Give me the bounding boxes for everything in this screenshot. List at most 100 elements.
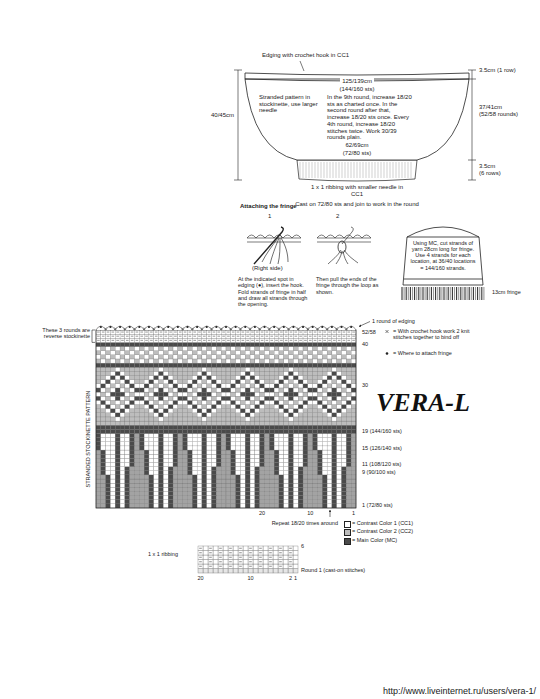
chart-cell xyxy=(197,475,202,479)
chart-cell xyxy=(115,500,120,504)
chart-cell xyxy=(149,421,154,425)
chart-cell xyxy=(317,380,322,384)
chart-cell xyxy=(351,471,356,475)
chart-cell xyxy=(236,496,241,500)
chart-cell xyxy=(351,355,356,359)
chart-cell xyxy=(308,483,313,487)
chart-cell xyxy=(106,471,111,475)
chart-cell xyxy=(337,454,342,458)
chart-cell xyxy=(337,425,342,429)
chart-cell xyxy=(351,438,356,442)
chart-cell xyxy=(202,367,207,371)
chart-cell xyxy=(351,396,356,400)
chart-cell xyxy=(279,496,284,500)
chart-cell xyxy=(260,496,265,500)
chart-cell xyxy=(289,433,294,437)
chart-cell xyxy=(139,454,144,458)
chart-cell xyxy=(284,438,289,442)
chart-cell xyxy=(284,388,289,392)
chart-cell xyxy=(168,438,173,442)
chart-cell xyxy=(192,425,197,429)
chart-cell xyxy=(313,446,318,450)
chart-cell xyxy=(96,392,101,396)
chart-cell xyxy=(130,467,135,471)
chart-cell xyxy=(255,405,260,409)
chart-cell xyxy=(255,396,260,400)
chart-cell xyxy=(269,409,274,413)
chart-cell xyxy=(308,355,313,359)
chart-cell xyxy=(265,446,270,450)
chart-cell xyxy=(178,359,183,363)
chart-cell xyxy=(115,413,120,417)
chart-cell xyxy=(322,376,327,380)
chart-cell xyxy=(135,500,140,504)
chart-cell xyxy=(293,417,298,421)
chart-cell xyxy=(115,467,120,471)
chart-cell xyxy=(342,392,347,396)
chart-cell xyxy=(130,491,135,495)
chart-cell xyxy=(207,483,212,487)
chart-cell xyxy=(120,442,125,446)
chart-cell xyxy=(250,413,255,417)
chart-cell xyxy=(130,442,135,446)
chart-cell xyxy=(173,487,178,491)
chart-cell xyxy=(293,421,298,425)
chart-cell xyxy=(284,487,289,491)
chart-cell xyxy=(303,413,308,417)
chart-cell xyxy=(298,496,303,500)
chart-cell xyxy=(135,450,140,454)
chart-cell xyxy=(110,417,115,421)
chart-cell xyxy=(110,409,115,413)
chart-cell xyxy=(202,376,207,380)
chart-cell xyxy=(337,388,342,392)
chart-cell xyxy=(139,475,144,479)
chart-cell xyxy=(202,475,207,479)
chart-cell xyxy=(313,417,318,421)
chart-cell xyxy=(168,384,173,388)
chart-cell xyxy=(322,392,327,396)
chart-cell xyxy=(240,450,245,454)
chart-cell xyxy=(110,380,115,384)
chart-cell xyxy=(298,367,303,371)
chart-cell xyxy=(173,475,178,479)
chart-cell xyxy=(197,384,202,388)
chart-cell xyxy=(163,475,168,479)
chart-cell xyxy=(168,413,173,417)
chart-cell xyxy=(207,405,212,409)
chart-cell xyxy=(207,458,212,462)
chart-cell xyxy=(120,380,125,384)
chart-cell xyxy=(274,392,279,396)
chart-cell xyxy=(154,438,159,442)
chart-cell xyxy=(346,454,351,458)
chart-cell xyxy=(240,483,245,487)
chart-cell xyxy=(274,438,279,442)
chart-cell xyxy=(289,359,294,363)
chart-cell xyxy=(168,417,173,421)
chart-cell xyxy=(178,479,183,483)
chart-cell xyxy=(303,400,308,404)
chart-cell xyxy=(120,479,125,483)
chart-cell xyxy=(289,384,294,388)
chart-cell xyxy=(159,442,164,446)
chart-cell xyxy=(303,479,308,483)
chart-cell xyxy=(110,442,115,446)
chart-cell xyxy=(337,487,342,491)
chart-cell xyxy=(289,376,294,380)
chart-cell xyxy=(293,388,298,392)
chart-cell xyxy=(298,471,303,475)
chart-cell xyxy=(293,433,298,437)
chart-cell xyxy=(346,392,351,396)
chart-cell xyxy=(255,500,260,504)
chart-cell xyxy=(346,446,351,450)
chart-cell xyxy=(187,413,192,417)
chart-cell xyxy=(178,471,183,475)
chart-cell xyxy=(178,438,183,442)
chart-cell xyxy=(265,409,270,413)
chart-cell xyxy=(120,421,125,425)
chart-cell xyxy=(346,442,351,446)
chart-cell xyxy=(279,450,284,454)
chart-cell xyxy=(125,396,130,400)
chart-cell xyxy=(221,500,226,504)
chart-cell xyxy=(317,388,322,392)
chart-cell xyxy=(279,413,284,417)
